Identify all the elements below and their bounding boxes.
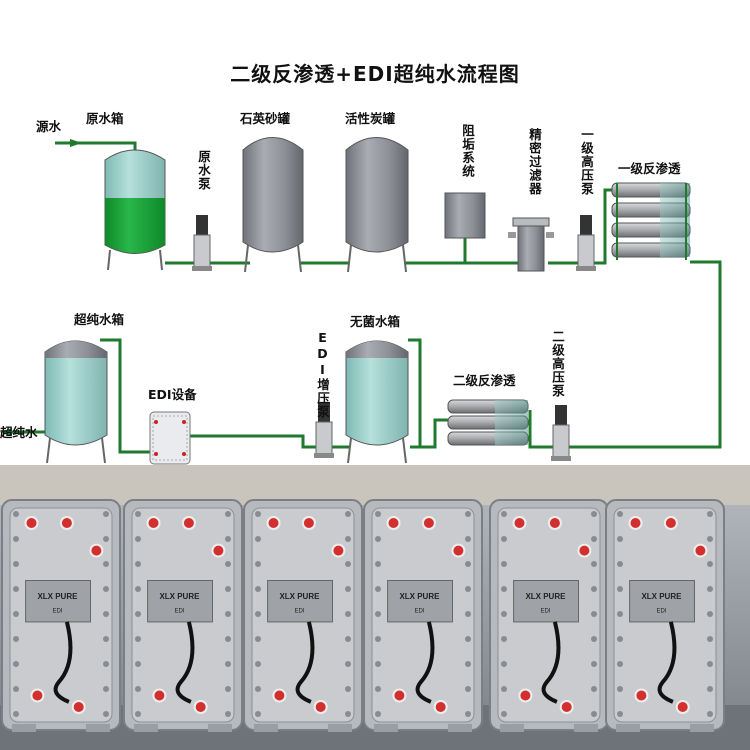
module-model-text: EDI (414, 609, 424, 615)
edi-unit (149, 411, 191, 465)
ro-1-membranes (611, 182, 691, 260)
pipe-ro1-out (568, 260, 722, 449)
pipe-hp2-to-ro2 (528, 410, 555, 449)
quartz-sand-tank (242, 137, 304, 273)
module-brand-text: XLX PURE (399, 592, 440, 601)
hp-pump-2 (551, 405, 571, 461)
pipe-ro2-to-sterile (410, 418, 448, 449)
module-brand-text: XLX PURE (279, 592, 320, 601)
module-brand-text: XLX PURE (37, 592, 78, 601)
label-source-water: 源水 (36, 119, 62, 134)
edi-module: XLX PURE EDI (123, 499, 243, 732)
label-ro-1: 一级反渗透 (618, 161, 681, 176)
edi-module: XLX PURE EDI (363, 499, 483, 732)
label-edi-unit: EDI设备 (148, 387, 197, 402)
ro-2-membranes (447, 399, 529, 446)
raw-water-pump (192, 215, 212, 271)
label-sand-tank: 石英砂罐 (240, 111, 291, 126)
label-sterile-tank: 无菌水箱 (350, 314, 401, 329)
pipe-edi-pump-to-edi (190, 434, 318, 449)
label-hp-pump-1: 一级高压泵 (579, 128, 594, 196)
pipe-sterile-recirc (408, 338, 422, 447)
activated-carbon-tank (345, 137, 409, 273)
label-precision-filter: 精密过滤器 (527, 128, 542, 196)
hp-pump-1 (576, 215, 596, 271)
sterile-water-tank (345, 340, 409, 464)
pipes (5, 141, 722, 454)
ultrapure-water-tank (44, 340, 108, 464)
pipe-edi-to-ultra (100, 338, 150, 454)
label-raw-tank: 原水箱 (86, 111, 124, 126)
label-hp-pump-2: 二级高压泵 (550, 330, 565, 398)
module-model-text: EDI (174, 609, 184, 615)
source-arrow-icon (70, 139, 82, 147)
label-ro-2: 二级反渗透 (453, 373, 516, 388)
edi-module: XLX PURE EDI (605, 499, 725, 732)
module-model-text: EDI (52, 609, 62, 615)
module-brand-text: XLX PURE (525, 592, 566, 601)
module-brand-text: XLX PURE (159, 592, 200, 601)
process-flow-diagram (0, 137, 722, 465)
ultra-out-arrow-icon (0, 428, 12, 436)
module-model-text: EDI (540, 609, 550, 615)
pipe-source-to-raw-tank (55, 141, 137, 150)
label-ultra-tank: 超纯水箱 (74, 312, 125, 327)
module-model-text: EDI (656, 609, 666, 615)
label-carbon-tank: 活性炭罐 (345, 111, 396, 126)
diagram-title: 二级反渗透+EDI超纯水流程图 (230, 62, 520, 86)
pipe-hp1-to-ro1 (592, 188, 612, 265)
label-antiscalant: 阻垢系统 (460, 124, 475, 178)
raw-water-tank (104, 149, 166, 271)
antiscalant-box (444, 192, 486, 239)
edi-module: XLX PURE EDI (243, 499, 363, 732)
module-brand-text: XLX PURE (641, 592, 682, 601)
edi-module: XLX PURE EDI (1, 499, 121, 732)
label-edi-booster: EDI增压泵 (315, 330, 330, 419)
edi-booster-pump (314, 402, 334, 458)
module-model-text: EDI (294, 609, 304, 615)
edi-module: XLX PURE EDI (489, 499, 609, 732)
precision-filter (508, 217, 554, 272)
label-raw-pump: 原水泵 (196, 150, 211, 191)
label-ultra-water: 超纯水 (0, 425, 38, 440)
